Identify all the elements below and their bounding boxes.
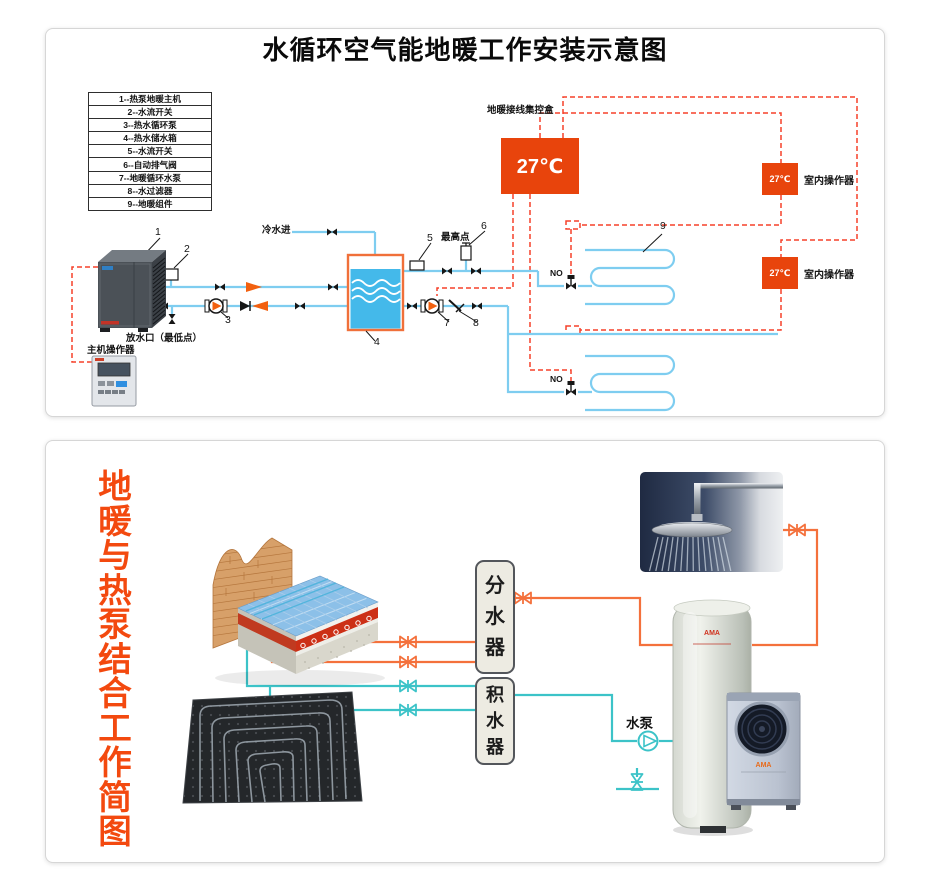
bottom-side-title: 地暖与热泵结合工作简图 xyxy=(98,469,132,851)
legend-item: 9--地暖组件 xyxy=(127,198,173,209)
legend-item: 1--热泵地暖主机 xyxy=(89,93,211,107)
page-title: 水循环空气能地暖工作安装示意图 xyxy=(262,35,668,65)
room-controller-1: 27℃ xyxy=(762,163,798,195)
distributor-label: 分水器 xyxy=(485,574,505,659)
callout-6: 6 xyxy=(481,220,487,232)
legend-item: 4--热水储水箱 xyxy=(89,132,211,146)
main-controller-label: 主机操作器 xyxy=(87,345,135,356)
legend-item: 3--热水循环泵 xyxy=(89,119,211,133)
callout-7: 7 xyxy=(444,317,450,329)
callout-9: 9 xyxy=(660,220,666,232)
callout-1: 1 xyxy=(155,226,161,238)
no-valve-label: NO xyxy=(550,268,563,278)
room-temp-value: 27℃ xyxy=(769,173,791,184)
highest-point-label: 最高点 xyxy=(441,232,470,243)
distributor-box: 分水器 xyxy=(475,560,515,674)
legend-item: 7--地暖循环水泵 xyxy=(89,172,211,185)
tank-brand-logo: AMA xyxy=(704,630,720,637)
legend-item: 5--水流开关 xyxy=(89,145,211,159)
no-valve-label: NO xyxy=(550,374,563,384)
room-controller-2-label: 室内操作器 xyxy=(804,270,854,281)
legend-item: 6--自动排气阀 xyxy=(89,158,211,172)
callout-5: 5 xyxy=(427,232,433,244)
water-pump-label: 水泵 xyxy=(626,716,653,731)
bottom-panel xyxy=(45,440,885,863)
collector-label: 积水器 xyxy=(485,684,504,758)
drain-label: 放水口（最低点） xyxy=(126,333,203,344)
legend-table: 1--热泵地暖主机 2--水流开关 3--热水循环泵 4--热水储水箱 5--水… xyxy=(88,92,212,211)
callout-3: 3 xyxy=(225,314,231,326)
heatpump-brand-logo: AMA xyxy=(755,762,772,769)
top-panel xyxy=(45,28,885,417)
cold-water-in-label: 冷水进 xyxy=(262,225,291,236)
main-temp-value: 27℃ xyxy=(516,155,564,178)
callout-2: 2 xyxy=(184,243,190,255)
callout-4: 4 xyxy=(374,336,380,348)
room-temp-value: 27℃ xyxy=(769,267,791,278)
legend-item: 2--水流开关 xyxy=(89,106,211,120)
main-thermostat-box: 27℃ xyxy=(501,138,579,194)
collector-box: 积水器 xyxy=(475,677,515,765)
room-controller-1-label: 室内操作器 xyxy=(804,176,854,187)
legend-item: 8--水过滤器 xyxy=(89,185,211,198)
room-controller-2: 27℃ xyxy=(762,257,798,289)
callout-8: 8 xyxy=(473,317,479,329)
junction-box-label: 地暖接线集控盒 xyxy=(487,105,554,116)
